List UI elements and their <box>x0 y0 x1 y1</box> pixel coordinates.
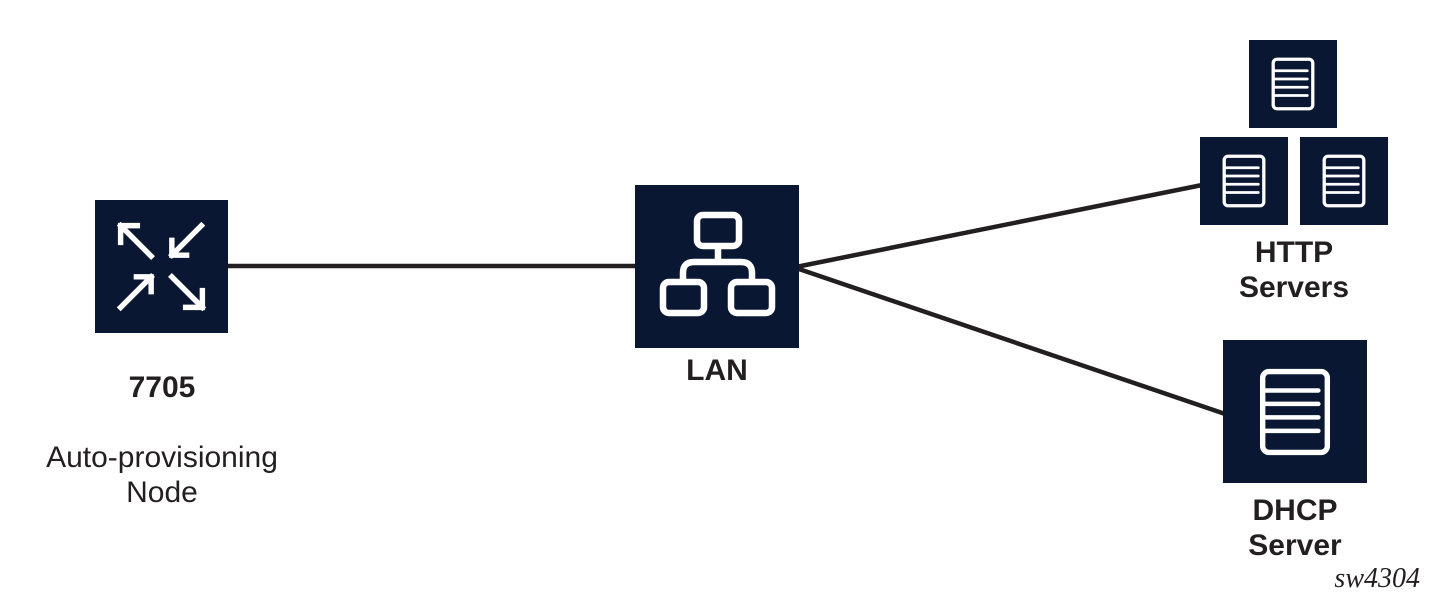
crossed-arrows-icon <box>116 221 207 312</box>
lan-label: LAN <box>686 354 748 387</box>
server-icon <box>1271 57 1315 111</box>
server-icon <box>1259 368 1331 455</box>
server-icon <box>1322 154 1366 208</box>
server-icon <box>1222 154 1266 208</box>
http-server-node-right <box>1300 137 1388 225</box>
figure-id-watermark: sw4304 <box>1334 563 1420 594</box>
lan-node <box>635 185 799 348</box>
http-server-node-left <box>1200 137 1288 225</box>
auto-provisioning-title: 7705 <box>128 371 196 404</box>
http-servers-label: HTTP Servers <box>1238 236 1350 304</box>
auto-provisioning-node <box>95 200 228 333</box>
wire-lan-to-http <box>795 180 1213 270</box>
dhcp-server-node <box>1223 340 1367 483</box>
auto-provisioning-label: 7705 Auto-provisioning Node <box>1 335 323 545</box>
auto-provisioning-subtitle: Auto-provisioning Node <box>46 441 278 509</box>
network-tree-icon <box>659 211 776 317</box>
dhcp-server-label: DHCP Server <box>1248 494 1342 562</box>
http-server-node-top <box>1249 40 1337 128</box>
wire-lan-to-dhcp <box>795 265 1235 420</box>
